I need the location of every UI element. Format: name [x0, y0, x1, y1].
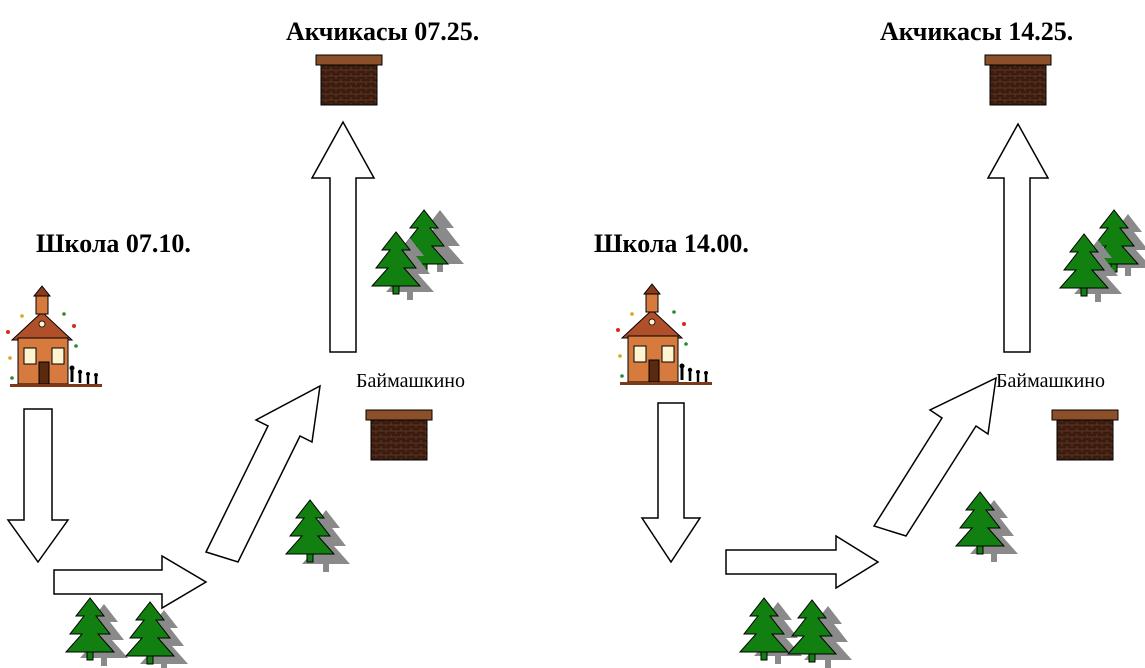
panel-afternoon: Акчикасы 14.25. Школа 14.00. Баймашкино — [594, 17, 1145, 668]
school-label: Школа 07.10. — [36, 229, 191, 258]
bus-stop-icon — [365, 409, 433, 461]
bus-stop-icon — [315, 54, 383, 106]
school-label: Школа 14.00. — [594, 229, 749, 258]
fir-tree-icon — [955, 491, 1018, 562]
route-arrow — [986, 122, 1050, 353]
route-arrow — [725, 534, 880, 590]
panel-morning: Акчикасы 07.25. Школа 07.10. Баймашкино — [5, 17, 479, 668]
bus-stop-icon — [984, 54, 1052, 106]
destination-label: Акчикасы 14.25. — [880, 17, 1073, 46]
bus-stop-icon — [1051, 409, 1119, 461]
village-label: Баймашкино — [356, 370, 465, 392]
village-label: Баймашкино — [996, 370, 1105, 392]
school-icon — [5, 285, 103, 388]
destination-label: Акчикасы 07.25. — [286, 17, 479, 46]
route-arrow — [872, 376, 997, 537]
school-icon — [615, 283, 713, 386]
route-arrow — [6, 408, 70, 564]
fir-tree-icon — [739, 597, 852, 668]
route-arrow — [204, 384, 321, 563]
fir-tree-icon — [65, 597, 188, 668]
fir-tree-icon — [371, 209, 464, 300]
fir-tree-icon — [1059, 209, 1145, 302]
route-arrow — [53, 554, 208, 610]
route-arrow — [310, 120, 376, 353]
route-arrow — [640, 402, 702, 564]
fir-tree-icon — [285, 499, 350, 572]
